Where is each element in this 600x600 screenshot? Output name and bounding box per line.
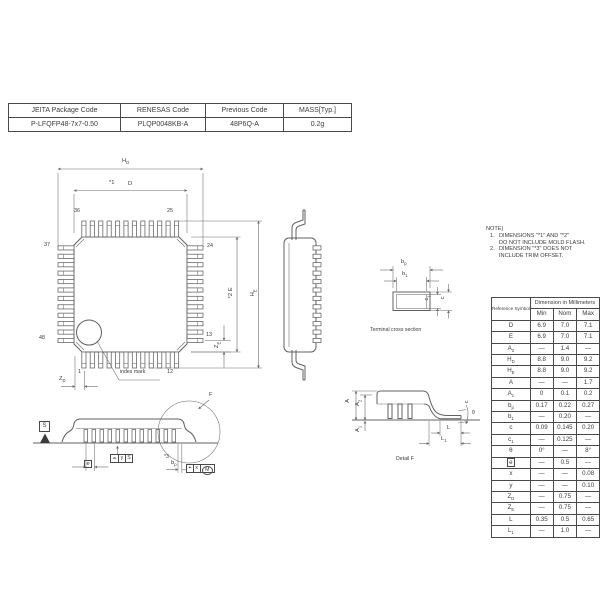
dim-theta-label: θ xyxy=(472,410,475,416)
dim-bp2-star: *3 xyxy=(164,454,169,460)
position-icon: ⌖ xyxy=(188,465,192,471)
pin-24-label: 24 xyxy=(207,243,213,249)
side-view xyxy=(283,209,322,381)
package-code-value-row: P-LFQFP48-7x7-0.50 PLQP0048KB-A 48P6Q-A … xyxy=(8,117,352,132)
dim-table-row: A——1.7 xyxy=(491,376,600,390)
pin-12-label: 12 xyxy=(167,369,173,375)
dim-ze-label: ZE xyxy=(214,341,222,349)
pin-25-label: 25 xyxy=(167,208,173,214)
pin-37-label: 37 xyxy=(44,242,50,248)
note-item-2: 2. DIMENSION "*3" DOES NOT INCLUDE TRIM … xyxy=(490,246,573,260)
dim-a1-label: A1 xyxy=(355,425,363,433)
package-code-header-row: JEITA Package Code RENESAS Code Previous… xyxy=(8,103,352,118)
mass-value: 0.2g xyxy=(283,117,352,132)
dim-l-label: L xyxy=(447,425,451,431)
dim-he-label: HE xyxy=(250,289,258,297)
dim-c-label: c xyxy=(440,296,447,300)
previous-code-value: 48P6Q-A xyxy=(205,117,284,132)
index-mark-circle xyxy=(76,319,102,346)
dim-l1-label: L1 xyxy=(441,436,447,444)
pin-13-label: 13 xyxy=(206,332,212,338)
dim-bp2-label: bp xyxy=(171,460,177,468)
detail-f-label: Detail F xyxy=(396,456,414,462)
dim-d-label: D xyxy=(128,181,133,187)
col-max: Max xyxy=(576,308,600,321)
dimension-table: Reference Symbol Dimension in Millimeter… xyxy=(491,296,600,538)
dim-a-label: A xyxy=(345,398,352,403)
dim-table-row: c1—0.125— xyxy=(491,433,600,447)
terminal-cross-section-drawing xyxy=(380,266,452,319)
index-mark-label: index mark xyxy=(120,369,146,375)
note-item-1: 1. DIMENSIONS "*1" AND "*2" DO NOT INCLU… xyxy=(490,232,586,246)
detail-f-ref-label: F xyxy=(209,392,213,398)
dim-table-row: A2—1.4— xyxy=(491,342,600,356)
dim-c1-label: c1 xyxy=(424,295,432,301)
dim-table-title: Dimension in Millimeters xyxy=(529,296,600,310)
dim-b1-label: b1 xyxy=(402,271,408,279)
pin-48-label: 48 xyxy=(39,335,45,341)
dim-d-star: *1 xyxy=(109,180,115,186)
top-view xyxy=(57,167,262,390)
dim-table-row: e—0.5— xyxy=(491,456,600,470)
dim-zd-label: ZD xyxy=(59,376,66,384)
notes-block: NOTE) 1. DIMENSIONS "*1" AND "*2" DO NOT… xyxy=(486,226,598,260)
bottom-side-view xyxy=(33,399,221,473)
dim-table-row: y——0.10 xyxy=(491,479,600,492)
dim-e-label: *2 E xyxy=(228,287,235,299)
datum-s-symbol: S xyxy=(39,421,50,432)
dim-table-row: x——0.08 xyxy=(491,468,600,481)
mmc-icon: M xyxy=(202,465,213,475)
dim-e-pitch-label: e xyxy=(84,460,93,468)
detail-f-drawing xyxy=(352,390,480,446)
pin-36-label: 36 xyxy=(74,208,80,214)
pin-1-label: 1 xyxy=(78,369,81,375)
dim-table-row: L1—1.0— xyxy=(491,525,600,538)
package-code-table: JEITA Package Code RENESAS Code Previous… xyxy=(8,103,352,132)
detail-f-circle xyxy=(157,400,221,464)
dim-c-detail-label: c xyxy=(464,400,471,404)
index-mark-leader xyxy=(96,340,160,381)
terminal-cross-section-label: Terminal cross section xyxy=(370,327,422,333)
dim-a2-label: A2 xyxy=(355,399,363,407)
renesas-code-value: PLQP0048KB-A xyxy=(120,117,206,132)
dim-table-row: b1—0.20— xyxy=(491,411,600,424)
col-min: Min xyxy=(529,308,554,321)
dim-table-corner: Reference Symbol xyxy=(491,297,531,321)
dim-hd-label: HD xyxy=(122,158,130,166)
col-nom: Nom xyxy=(552,308,578,321)
dim-table-row: ZE—0.75— xyxy=(491,502,600,515)
dim-table-row: ZD—0.75— xyxy=(491,490,600,504)
notes-title: NOTE) xyxy=(486,226,504,232)
dim-bp-label: bp xyxy=(401,259,407,267)
datum-triangle xyxy=(40,433,50,443)
seating-plane-icon: ⌓ xyxy=(112,455,117,461)
